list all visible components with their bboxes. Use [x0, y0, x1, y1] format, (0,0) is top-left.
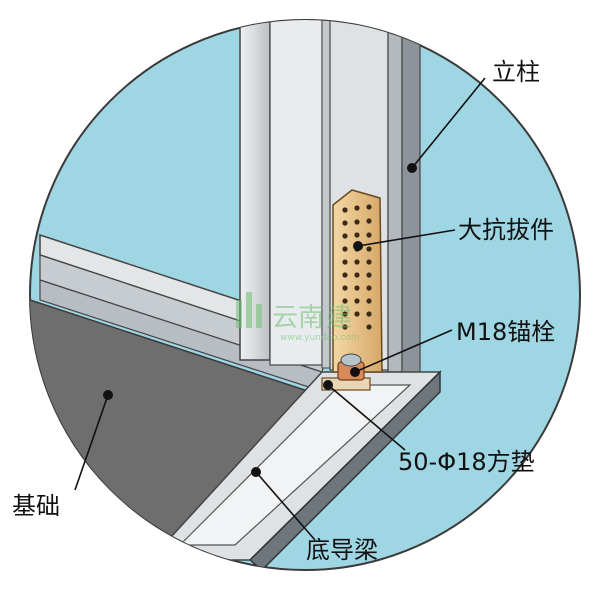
- label-hold-down: 大抗拔件: [458, 216, 554, 244]
- leader-dots: [103, 163, 417, 477]
- watermark-url: www.yundao.com: [280, 333, 360, 343]
- label-washer: 50-Φ18方垫: [398, 448, 535, 476]
- label-foundation: 基础: [12, 492, 60, 520]
- watermark-logo-mark: [236, 300, 242, 328]
- column-right-flange: [387, 20, 403, 373]
- anchor-bolt-head: [340, 353, 362, 367]
- watermark: 云南 建 www.yundao.com: [236, 292, 360, 343]
- sill-beam-channel: [178, 384, 412, 546]
- leader-lines: [74, 77, 486, 541]
- label-column: 立柱: [492, 58, 540, 86]
- column-shadow-flange: [401, 20, 421, 375]
- hold-down-bracket: [332, 189, 383, 373]
- column-left-flange: [239, 20, 271, 361]
- watermark-brand-tail: 建: [326, 303, 352, 333]
- bracket-bolt-holes: [342, 204, 372, 330]
- label-anchor-bolt: M18锚栓: [456, 318, 555, 346]
- label-sill-beam: 底导梁: [306, 536, 378, 564]
- watermark-brand: 云南: [272, 303, 324, 333]
